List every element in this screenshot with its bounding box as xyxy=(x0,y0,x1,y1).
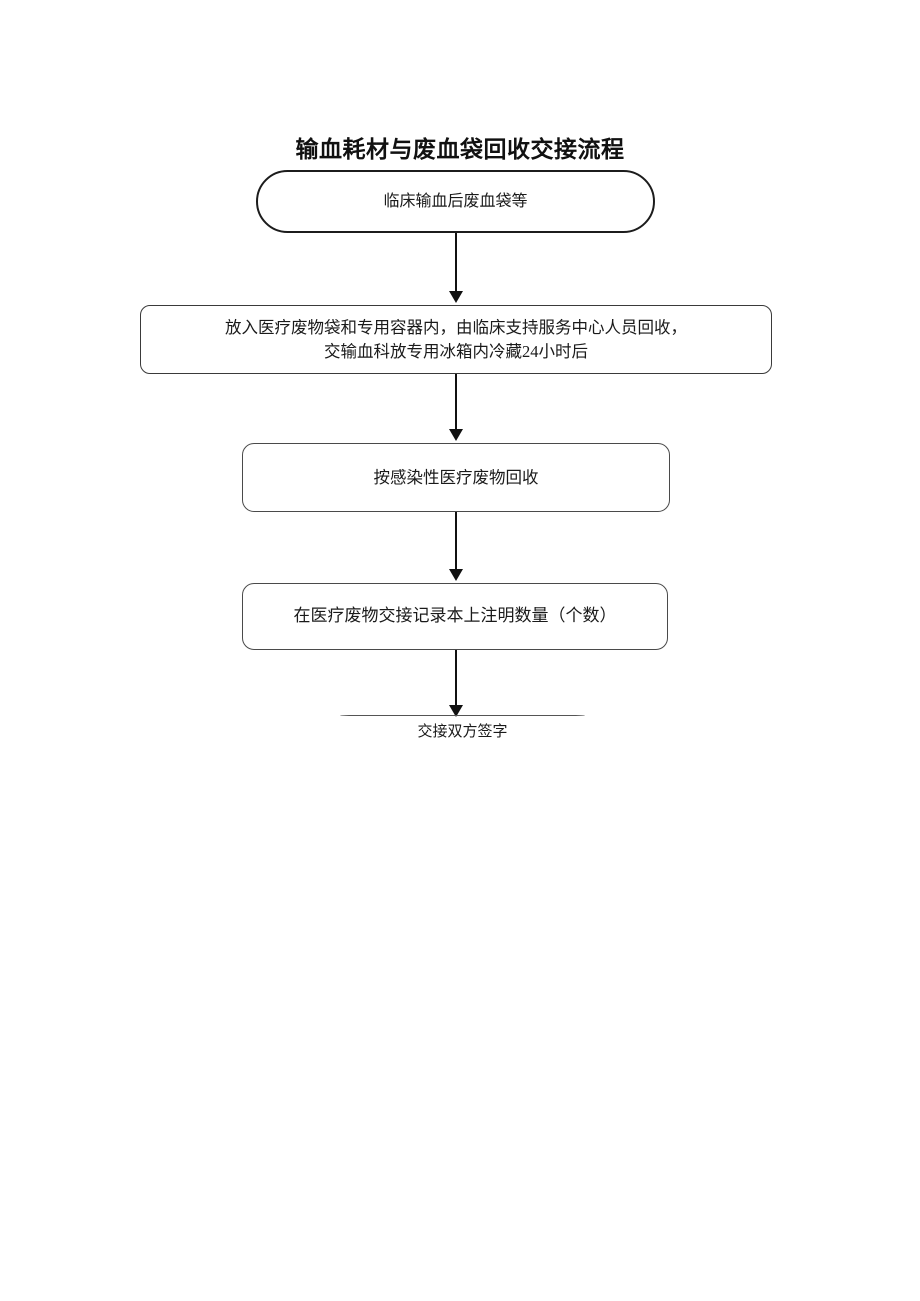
arrowhead-collect-to-recycle xyxy=(449,429,463,441)
flow-node-record-label: 在医疗废物交接记录本上注明数量（个数） xyxy=(293,606,617,626)
flow-node-sign[interactable]: 交接双方签字 xyxy=(340,715,585,740)
connector-start-to-collect xyxy=(455,233,457,293)
flow-node-collect[interactable]: 放入医疗废物袋和专用容器内，由临床支持服务中心人员回收， 交输血科放专用冰箱内冷… xyxy=(140,305,772,374)
flow-node-sign-label: 交接双方签字 xyxy=(417,724,508,740)
arrowhead-start-to-collect xyxy=(449,291,463,303)
flow-node-sign-rule xyxy=(340,715,585,716)
flow-node-record[interactable]: 在医疗废物交接记录本上注明数量（个数） xyxy=(242,583,668,650)
connector-recycle-to-record xyxy=(455,512,457,571)
arrowhead-recycle-to-record xyxy=(449,569,463,581)
arrowhead-record-to-sign xyxy=(449,705,463,717)
connector-collect-to-recycle xyxy=(455,374,457,431)
flow-node-start-label: 临床输血后废血袋等 xyxy=(383,192,528,210)
flow-node-recycle-label: 按感染性医疗废物回收 xyxy=(373,467,539,487)
flow-node-collect-label: 放入医疗废物袋和专用容器内，由临床支持服务中心人员回收， 交输血科放专用冰箱内冷… xyxy=(225,317,687,361)
flow-node-start[interactable]: 临床输血后废血袋等 xyxy=(256,170,655,233)
connector-record-to-sign xyxy=(455,650,457,707)
flow-node-recycle[interactable]: 按感染性医疗废物回收 xyxy=(242,443,670,512)
page-title: 输血耗材与废血袋回收交接流程 xyxy=(295,137,625,162)
